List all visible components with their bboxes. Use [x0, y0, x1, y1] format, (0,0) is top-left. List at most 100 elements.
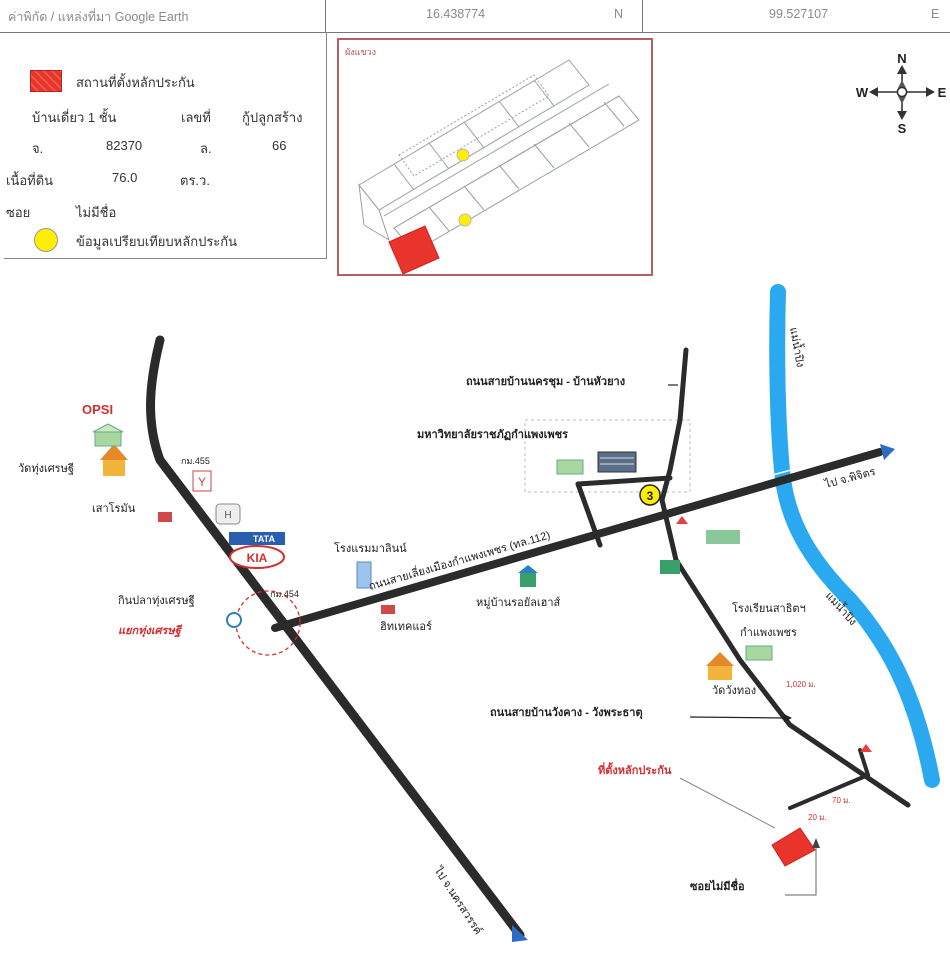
legend-area-unit: ตร.ว. — [180, 173, 210, 188]
compass-south: S — [898, 121, 907, 134]
university-road-2 — [575, 481, 603, 548]
label-km455: กม.455 — [181, 456, 210, 466]
restaurant-icon — [158, 512, 172, 522]
label-hitech: ฮิทเทคแอร์ — [380, 620, 432, 633]
label-dist-70: 70 ม. — [832, 796, 851, 805]
location-map: 3 H Y TATA KIA — [0, 280, 950, 956]
hospital-icon — [660, 560, 680, 574]
soi-label-leader — [785, 848, 817, 896]
legend-soi-value: ไม่มีชื่อ — [76, 205, 117, 220]
legend-comparison-label: ข้อมูลเปรียบเทียบหลักประกัน — [76, 234, 238, 249]
kinpla-restaurant-icon — [226, 612, 242, 628]
tata-logo-icon: TATA — [229, 532, 285, 545]
arrow-to-nakhonsawan — [512, 925, 528, 942]
compass-east: E — [938, 85, 947, 100]
soi-branch — [788, 773, 870, 810]
university-boundary — [524, 419, 691, 493]
pointer-road-south — [689, 716, 785, 719]
route-3-label: 3 — [647, 489, 654, 503]
label-school-line2: กำแพงเพชร — [740, 627, 797, 639]
svg-text:Y: Y — [198, 475, 206, 489]
school-icon — [745, 645, 773, 661]
coordinate-bar: ค่าพิกัด / แหล่งที่มา Google Earth 16.43… — [0, 0, 950, 33]
legend-panel: สถานที่ตั้งหลักประกัน บ้านเดี่ยว 1 ชั้น … — [4, 32, 327, 259]
label-opsi: OPSI — [82, 402, 113, 417]
legend-property-label: สถานที่ตั้งหลักประกัน — [76, 75, 195, 90]
longitude-dir: E — [931, 7, 940, 21]
label-dist-1020: 1,020 ม. — [786, 680, 816, 689]
legend-land-number: 66 — [272, 138, 287, 153]
coord-source-cell: ค่าพิกัด / แหล่งที่มา Google Earth — [0, 0, 326, 32]
svg-text:H: H — [224, 510, 231, 521]
latitude-dir: N — [614, 7, 624, 21]
road-north-south — [659, 347, 911, 808]
legend-number-value: กู้ปลูกสร้าง — [242, 110, 303, 125]
property-label-leader — [679, 777, 776, 829]
inset-title: ผังแขวง — [345, 47, 376, 57]
river-ping — [769, 284, 940, 788]
temple-thung-icon — [100, 444, 128, 476]
hotel-building-icon — [356, 561, 372, 589]
government-building-icon — [92, 423, 124, 447]
honda-logo-icon: H — [215, 503, 241, 525]
label-wat-thung: วัดทุ่งเศรษฐี — [18, 462, 74, 475]
label-soi-unnamed: ซอยไม่มีชื่อ — [690, 878, 745, 893]
kia-label: KIA — [247, 551, 268, 565]
inset-plan: ผังแขวง — [337, 38, 653, 276]
label-road-south: ถนนสายบ้านวังคาง - วังพระธาตุ — [490, 706, 643, 720]
property-location-marker — [771, 827, 816, 867]
compass-rose: N S W E — [856, 51, 948, 136]
label-kinpla: กินปลาทุ่งเศรษฐี — [118, 594, 195, 607]
label-wat-wang: วัดวังทอง — [712, 685, 756, 697]
village-icon — [518, 565, 538, 587]
inset-parcel-grid — [358, 59, 640, 253]
legend-number-label: เลขที่ — [181, 110, 211, 125]
route-3-badge — [639, 484, 661, 506]
property-marker-swatch — [30, 70, 62, 92]
longitude-cell: 99.527107 E — [643, 0, 949, 32]
temple-wang-icon — [706, 652, 734, 680]
legend-land-prefix: ล. — [200, 141, 212, 156]
label-saoson: เสาโรมัน — [92, 501, 136, 515]
label-km454: กม.454 — [270, 589, 299, 599]
soi-branch-2 — [858, 748, 870, 777]
hitech-air-icon — [381, 605, 395, 614]
arrow-to-phichit — [880, 444, 895, 460]
marker-soi — [860, 744, 872, 752]
label-university: มหาวิทยาลัยราชภัฏกำแพงเพชร — [417, 428, 568, 441]
latitude-value: 16.438774 — [426, 7, 486, 21]
legend-deed-prefix: จ. — [32, 141, 44, 156]
ring-road-112 — [271, 448, 884, 632]
kia-logo-icon: KIA — [229, 545, 285, 569]
university-building-icon — [556, 451, 637, 475]
legend-area-label: เนื้อที่ดิน — [6, 173, 54, 188]
road-network — [146, 335, 911, 940]
tata-label: TATA — [253, 534, 275, 544]
label-village: หมู่บ้านรอยัลเฮาส์ — [476, 596, 561, 609]
label-dist-20: 20 ม. — [808, 813, 827, 822]
compass-west: W — [856, 85, 869, 100]
legend-deed-number: 82370 — [106, 138, 143, 153]
compass-north: N — [897, 52, 906, 66]
legend-house-type: บ้านเดี่ยว 1 ชั้น — [32, 110, 117, 125]
longitude-value: 99.527107 — [769, 7, 829, 21]
comparison-marker-swatch — [34, 228, 58, 252]
inset-comparison-point-1 — [456, 148, 470, 162]
legend-area-value: 76.0 — [112, 170, 138, 185]
label-property-location: ที่ตั้งหลักประกัน — [598, 762, 672, 777]
marker-junction — [676, 516, 688, 524]
compass-icon — [869, 65, 935, 120]
label-hotel: โรงแรมมาลินน์ — [334, 541, 407, 555]
highway-main — [146, 335, 525, 940]
university-road — [575, 475, 673, 487]
label-intersection: แยกทุ่งเศรษฐี — [118, 624, 183, 638]
label-river-top: แม่น้ำปิง — [787, 326, 809, 368]
label-school-line1: โรงเรียนสาธิตฯ — [732, 601, 806, 615]
label-road-north: ถนนสายบ้านนครชุม - บ้านหัวยาง — [466, 375, 625, 389]
inset-property-parcel — [388, 225, 440, 275]
inset-plan-svg: ผังแขวง — [345, 47, 640, 275]
office-green-icon — [706, 530, 740, 544]
coord-source-label: ค่าพิกัด / แหล่งที่มา Google Earth — [8, 10, 189, 24]
latitude-cell: 16.438774 N — [326, 0, 643, 32]
inset-comparison-point-2 — [458, 213, 472, 227]
